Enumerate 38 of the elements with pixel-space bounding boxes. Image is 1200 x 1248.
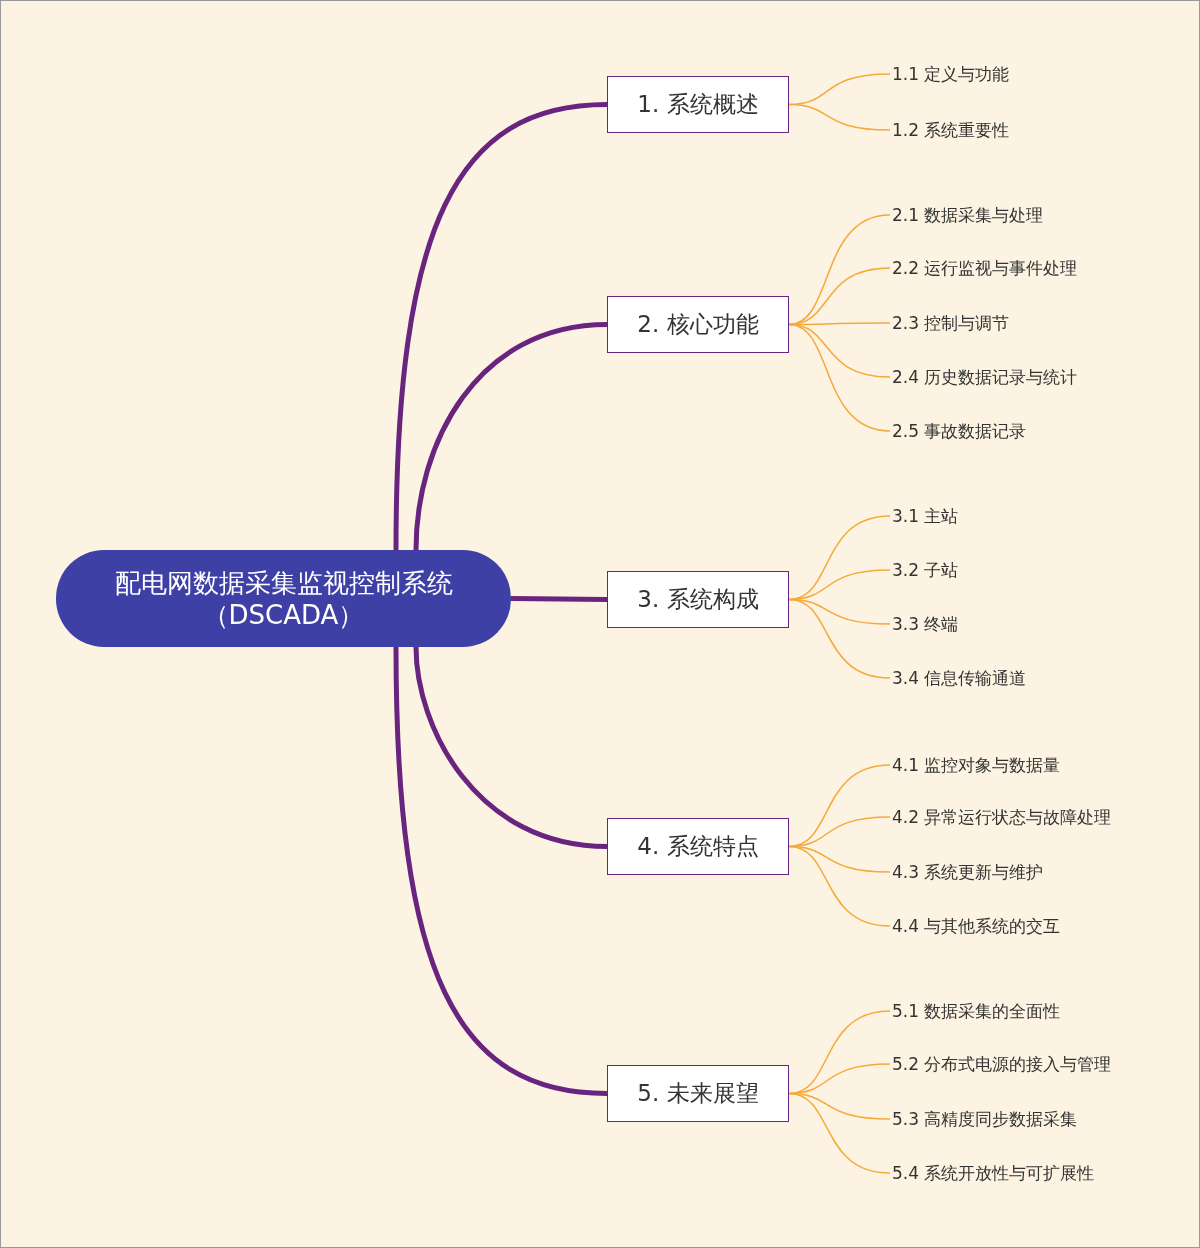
branch-line — [788, 214, 891, 326]
subtopic-label: 3.2 子站 — [890, 557, 961, 583]
subtopic-label: 5.3 高精度同步数据采集 — [890, 1106, 1080, 1132]
subtopic-label: 3.3 终端 — [890, 611, 961, 637]
branch-line — [788, 323, 891, 432]
subtopic-label: 1.1 定义与功能 — [890, 61, 1012, 87]
subtopic-label: 2.1 数据采集与处理 — [890, 202, 1046, 228]
topic-box: 5. 未来展望 — [607, 1065, 789, 1122]
branch-line — [393, 646, 608, 1096]
branch-line — [413, 322, 608, 551]
branch-line — [413, 646, 608, 849]
root-topic-box: 配电网数据采集监视控制系统（DSCADA） — [56, 550, 511, 647]
branch-line — [788, 598, 891, 679]
branch-line — [510, 596, 608, 602]
branch-line — [788, 515, 891, 601]
subtopic-label: 2.2 运行监视与事件处理 — [890, 255, 1080, 281]
subtopic-label: 5.1 数据采集的全面性 — [890, 998, 1063, 1024]
topic-box: 3. 系统构成 — [607, 571, 789, 628]
topic-box: 4. 系统特点 — [607, 818, 789, 875]
subtopic-label: 5.2 分布式电源的接入与管理 — [890, 1051, 1114, 1077]
branch-line — [393, 102, 608, 551]
subtopic-label: 4.3 系统更新与维护 — [890, 859, 1046, 885]
subtopic-label: 4.2 异常运行状态与故障处理 — [890, 804, 1114, 830]
subtopic-label: 3.4 信息传输通道 — [890, 665, 1029, 691]
subtopic-label: 2.4 历史数据记录与统计 — [890, 364, 1080, 390]
subtopic-label: 4.4 与其他系统的交互 — [890, 913, 1063, 939]
subtopic-label: 2.3 控制与调节 — [890, 310, 1012, 336]
branch-line — [788, 103, 891, 131]
branch-line — [788, 845, 891, 927]
topic-box: 1. 系统概述 — [607, 76, 789, 133]
branch-line — [788, 1092, 891, 1174]
subtopic-label: 3.1 主站 — [890, 503, 961, 529]
subtopic-label: 2.5 事故数据记录 — [890, 418, 1029, 444]
subtopic-label: 1.2 系统重要性 — [890, 117, 1012, 143]
topic-box: 2. 核心功能 — [607, 296, 789, 353]
subtopic-label: 5.4 系统开放性与可扩展性 — [890, 1160, 1097, 1186]
branch-line — [788, 1010, 891, 1095]
subtopic-label: 4.1 监控对象与数据量 — [890, 752, 1063, 778]
